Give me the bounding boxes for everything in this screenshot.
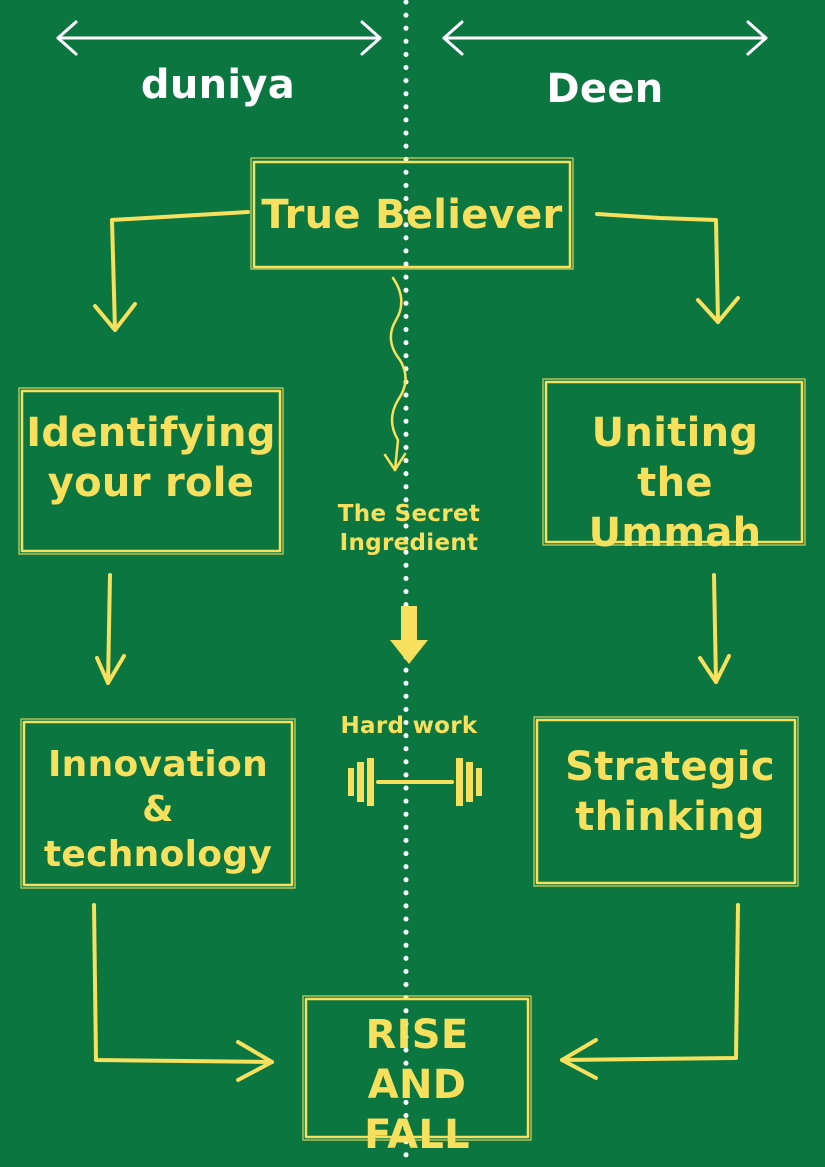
duniya-heading: duniya [140, 62, 296, 108]
node-true-believer: True Believer [261, 192, 563, 238]
thick-down-arrow-icon [390, 606, 428, 664]
arrow-right-to-bottom [560, 903, 740, 1080]
secret-ingredient-label: The Secret Ingredient [337, 501, 481, 556]
arrow-top-to-left [93, 210, 250, 332]
box-identifying-role [18, 387, 284, 555]
arrow-top-to-right [595, 212, 740, 324]
deen-heading: Deen [546, 66, 664, 112]
box-uniting-ummah [542, 378, 806, 546]
box-rise-and-fall [302, 995, 532, 1141]
node-rise-and-fall: RISE AND FALL [364, 1012, 470, 1158]
node-innovation-technology: Innovation & technology [43, 744, 273, 875]
arrow-left-to-bottom [92, 903, 274, 1082]
node-identifying-role: Identifying your role [26, 410, 276, 506]
arrow-left-down [95, 573, 126, 685]
node-strategic-thinking: Strategic thinking [565, 744, 775, 840]
arrow-top-to-secret [383, 276, 407, 472]
box-strategic-thinking [533, 716, 799, 887]
box-true-believer [250, 157, 574, 270]
right-header-arrow [442, 20, 768, 56]
left-header-arrow [56, 20, 382, 56]
arrow-right-down [698, 573, 731, 684]
box-innovation-technology [20, 718, 296, 889]
dumbbell-icon [348, 758, 482, 806]
node-uniting-ummah: Uniting the Ummah [588, 410, 762, 556]
hard-work-label: Hard work [340, 713, 478, 739]
